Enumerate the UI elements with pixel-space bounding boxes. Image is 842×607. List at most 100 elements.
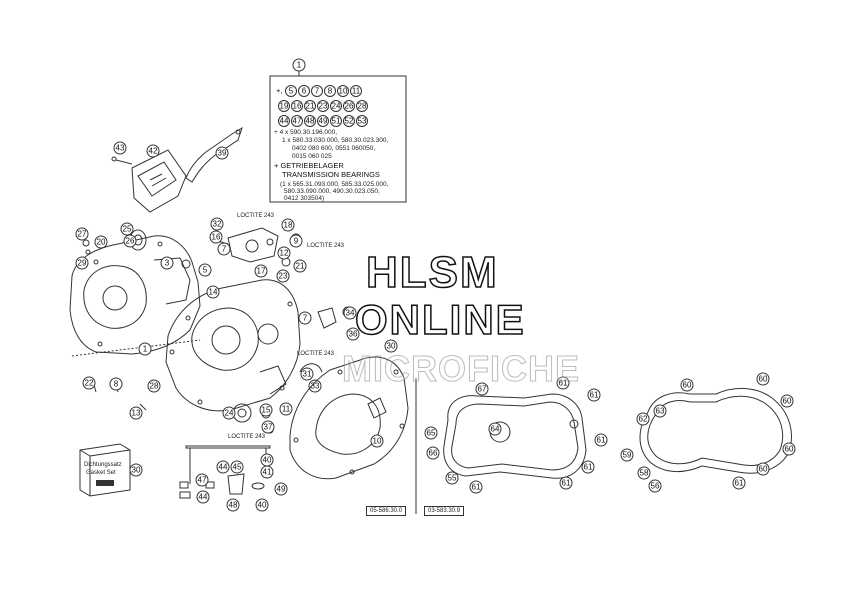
callout-h60e[interactable]: 60 <box>756 462 770 476</box>
svg-text:41: 41 <box>263 468 272 477</box>
callout-h60d[interactable]: 60 <box>782 442 796 456</box>
svg-text:29: 29 <box>78 259 87 268</box>
callout-g61a[interactable]: 61 <box>556 376 570 390</box>
callout-8[interactable]: 8 <box>109 377 123 391</box>
callout-37[interactable]: 37 <box>261 420 275 434</box>
callout-23[interactable]: 23 <box>276 269 290 283</box>
svg-text:52: 52 <box>345 117 354 126</box>
callout-25[interactable]: 25 <box>120 222 134 236</box>
info-line-d: 0015 060 025 <box>292 153 332 160</box>
drain-plug-group <box>179 445 271 499</box>
svg-text:30: 30 <box>132 466 141 475</box>
callout-h60c[interactable]: 60 <box>780 394 794 408</box>
callout-18[interactable]: 18 <box>281 218 295 232</box>
callout-40b[interactable]: 40 <box>255 498 269 512</box>
svg-text:33: 33 <box>311 382 320 391</box>
svg-text:60: 60 <box>759 465 768 474</box>
callout-22[interactable]: 22 <box>82 376 96 390</box>
info-line-g: 0412 303504) <box>284 195 324 202</box>
callout-15[interactable]: 15 <box>259 403 273 417</box>
callout-28[interactable]: 28 <box>147 379 161 393</box>
callout-20[interactable]: 20 <box>94 235 108 249</box>
callout-31[interactable]: 31 <box>300 367 314 381</box>
callout-26[interactable]: 26 <box>123 234 137 248</box>
svg-text:13: 13 <box>132 409 141 418</box>
loctite-note-1: LOCTITE 243 <box>237 213 275 219</box>
callout-17[interactable]: 17 <box>254 264 268 278</box>
svg-text:59: 59 <box>623 451 632 460</box>
callout-44b[interactable]: 44 <box>196 490 210 504</box>
svg-text:21: 21 <box>296 262 305 271</box>
callout-47[interactable]: 47 <box>195 473 209 487</box>
callout-7a[interactable]: 7 <box>217 242 231 256</box>
callout-36[interactable]: 36 <box>346 327 360 341</box>
gasket-set-box: Dichtungssatz Gasket Set <box>79 443 131 497</box>
info-line-b: 1 x 580.33.030.000, 580.30.023.300, <box>282 137 388 144</box>
callout-h62[interactable]: 62 <box>636 412 650 426</box>
callout-39[interactable]: 39 <box>215 146 229 160</box>
callout-49[interactable]: 49 <box>274 482 288 496</box>
callout-45[interactable]: 45 <box>230 460 244 474</box>
callout-g67[interactable]: 67 <box>475 382 489 396</box>
callout-h58[interactable]: 58 <box>637 466 651 480</box>
callout-42[interactable]: 42 <box>146 144 160 158</box>
callout-11[interactable]: 11 <box>279 402 293 416</box>
callout-1[interactable]: 1 <box>292 58 306 72</box>
callout-40[interactable]: 40 <box>260 453 274 467</box>
callout-12[interactable]: 12 <box>277 246 291 260</box>
callout-41[interactable]: 41 <box>260 465 274 479</box>
info-line-a: + 4 x 590.30.196.000, <box>274 129 337 136</box>
callout-34[interactable]: 34 <box>343 306 357 320</box>
callout-13[interactable]: 13 <box>129 406 143 420</box>
callout-g66[interactable]: 66 <box>426 446 440 460</box>
callout-g55[interactable]: 55 <box>445 471 459 485</box>
svg-text:32: 32 <box>213 220 222 229</box>
callout-g61c[interactable]: 61 <box>594 433 608 447</box>
callout-5[interactable]: 5 <box>198 263 212 277</box>
callout-1b[interactable]: 1 <box>138 342 152 356</box>
callout-16[interactable]: 16 <box>209 230 223 244</box>
loctite-note-2: LOCTITE 243 <box>307 243 345 249</box>
callout-10[interactable]: 10 <box>370 434 384 448</box>
callout-27[interactable]: 27 <box>75 227 89 241</box>
callout-3[interactable]: 3 <box>160 256 174 270</box>
callout-48[interactable]: 48 <box>226 498 240 512</box>
callout-g61e[interactable]: 61 <box>469 480 483 494</box>
callout-c30-box[interactable]: 30 <box>129 463 143 477</box>
callout-21[interactable]: 21 <box>293 259 307 273</box>
svg-text:48: 48 <box>229 501 238 510</box>
callout-g61f[interactable]: 61 <box>559 476 573 490</box>
svg-text:44: 44 <box>199 493 208 502</box>
callout-g64[interactable]: 64 <box>488 422 502 436</box>
info-row-1: 5 6 7 8 10 11 <box>285 85 362 97</box>
callout-h63[interactable]: 63 <box>653 404 667 418</box>
svg-text:28: 28 <box>150 382 159 391</box>
callout-g61d[interactable]: 61 <box>581 460 595 474</box>
callout-h60a[interactable]: 60 <box>680 378 694 392</box>
svg-text:47: 47 <box>198 476 207 485</box>
callout-32[interactable]: 32 <box>210 217 224 231</box>
callout-33[interactable]: 33 <box>308 379 322 393</box>
svg-text:6: 6 <box>302 87 307 96</box>
callout-24[interactable]: 24 <box>222 406 236 420</box>
callout-h60b[interactable]: 60 <box>756 372 770 386</box>
callout-h59[interactable]: 59 <box>620 448 634 462</box>
bolt-43 <box>111 156 133 165</box>
callout-h56[interactable]: 56 <box>648 479 662 493</box>
callout-7b[interactable]: 7 <box>298 311 312 325</box>
callout-29[interactable]: 29 <box>75 256 89 270</box>
callout-43[interactable]: 43 <box>113 141 127 155</box>
svg-text:12: 12 <box>280 249 289 258</box>
callout-9[interactable]: 9 <box>289 234 303 248</box>
callout-30[interactable]: 30 <box>384 339 398 353</box>
reference-left: 05-586.30.0 <box>366 506 407 516</box>
callout-g61b[interactable]: 61 <box>587 388 601 402</box>
svg-text:60: 60 <box>759 375 768 384</box>
svg-text:11: 11 <box>282 405 291 414</box>
callout-h61[interactable]: 61 <box>732 476 746 490</box>
callout-g65[interactable]: 65 <box>424 426 438 440</box>
callout-14[interactable]: 14 <box>206 285 220 299</box>
svg-text:7: 7 <box>303 314 308 323</box>
callout-44[interactable]: 44 <box>216 460 230 474</box>
